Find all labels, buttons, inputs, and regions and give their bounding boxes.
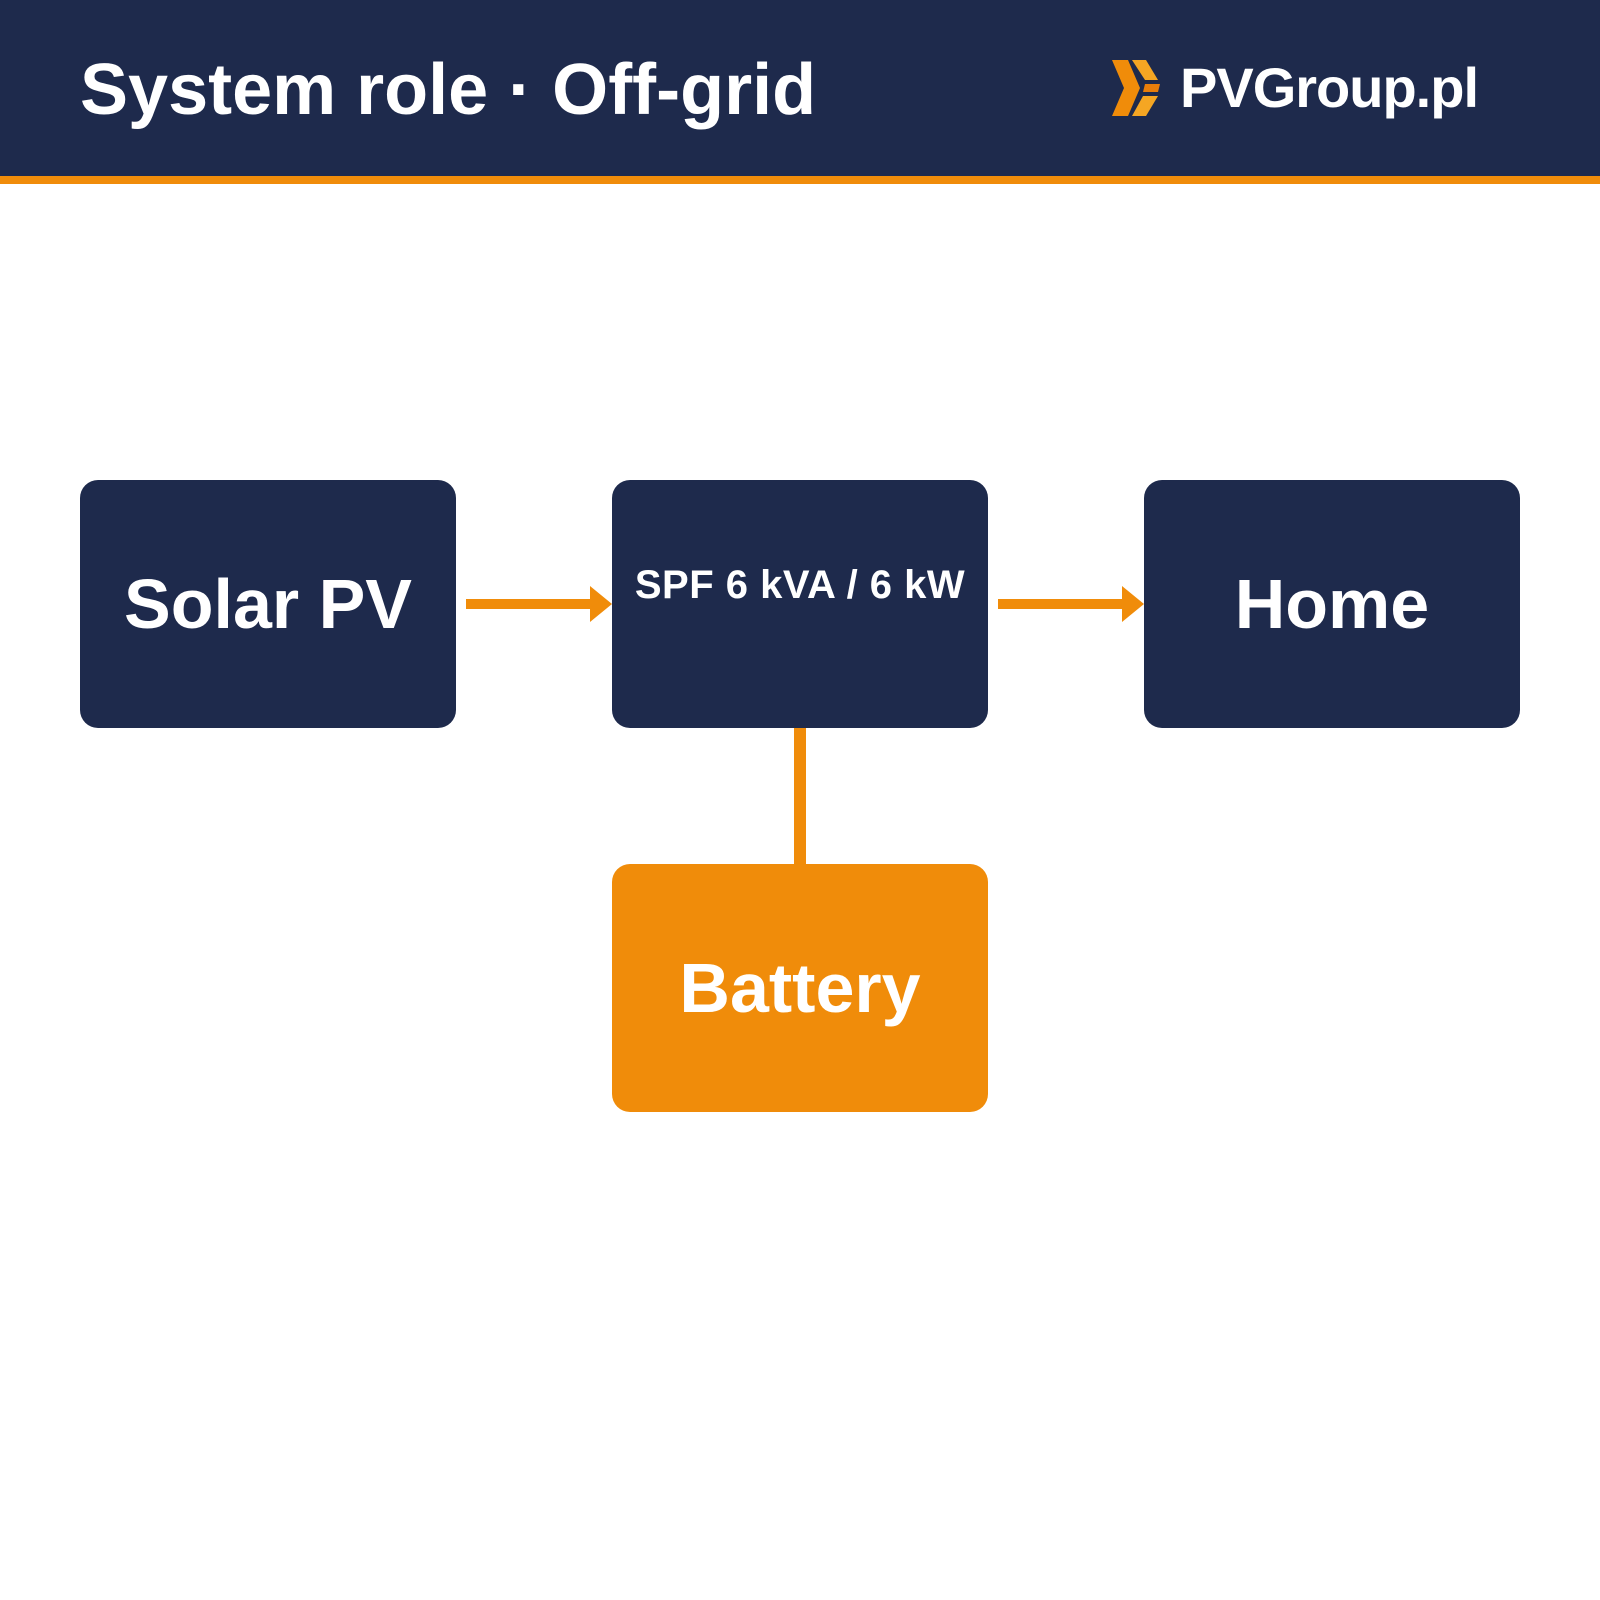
node-inverter: SPF 6 kVA / 6 kW bbox=[612, 480, 988, 728]
brand-name: PVGroup.pl bbox=[1180, 56, 1479, 119]
arrowhead-solar-to-inverter bbox=[590, 586, 612, 622]
header-bar: System role · Off-grid PVGroup.pl bbox=[0, 0, 1600, 184]
node-home: Home bbox=[1144, 480, 1520, 728]
node-solar-pv: Solar PV bbox=[80, 480, 456, 728]
brand-logo: PVGroup.pl bbox=[1112, 56, 1479, 119]
node-battery-label: Battery bbox=[679, 949, 921, 1027]
pvgroup-chevron-icon bbox=[1112, 60, 1160, 116]
node-home-label: Home bbox=[1234, 565, 1430, 643]
node-inverter-label: SPF 6 kVA / 6 kW bbox=[634, 562, 966, 607]
node-solar-pv-label: Solar PV bbox=[124, 565, 412, 643]
page-title: System role · Off-grid bbox=[80, 50, 817, 130]
arrowhead-inverter-to-home bbox=[1122, 586, 1144, 622]
node-battery: Battery bbox=[612, 864, 988, 1112]
